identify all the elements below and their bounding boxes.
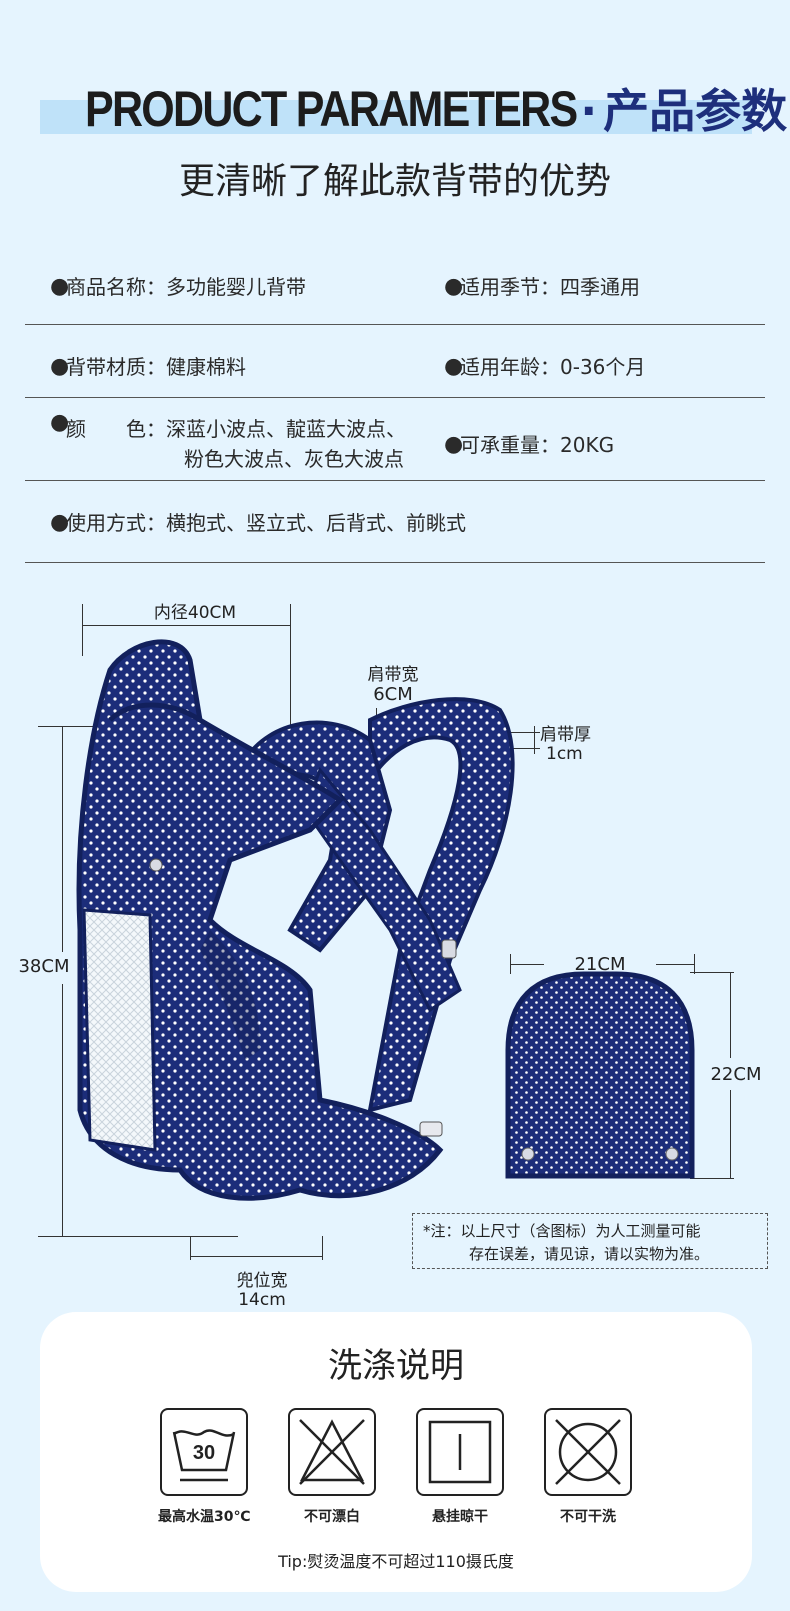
- bullet-icon: ●: [50, 510, 70, 535]
- mesh-pocket: [82, 908, 157, 1152]
- dim-tick: [190, 1236, 191, 1260]
- dim-pad-width: 21CM: [574, 954, 626, 975]
- param-usage: ● 使用方式： 横抱式、竖立式、后背式、前眺式: [50, 508, 466, 538]
- wash-item-no-dry-clean: 不可干洗: [542, 1408, 634, 1526]
- param-product-name: ● 商品名称： 多功能婴儿背带: [50, 272, 306, 302]
- bullet-icon: ●: [444, 354, 464, 379]
- washing-instructions-card: 洗涤说明 30 最高水温30℃ 不可漂白: [40, 1312, 752, 1592]
- divider: [25, 397, 765, 398]
- bullet-icon: ●: [50, 410, 70, 435]
- wash-item-hang-dry: 悬挂晾干: [414, 1408, 506, 1526]
- head-support-pad-image: [505, 971, 695, 1179]
- measurement-note: *注：以上尺寸（含图标）为人工测量可能 存在误差，请见谅，请以实物为准。: [412, 1213, 768, 1269]
- title-english: PRODUCT PARAMETERS: [84, 81, 578, 137]
- buckle: [419, 1121, 443, 1137]
- wash-item-30: 30 最高水温30℃: [158, 1408, 250, 1526]
- dim-pad-height: 22CM: [710, 1064, 762, 1085]
- dim-line-height: [62, 984, 63, 1236]
- right-strap: [367, 697, 515, 1113]
- baby-carrier-image: [76, 639, 515, 1201]
- dim-tick: [500, 748, 540, 749]
- dim-line-pad-height: [730, 972, 731, 1058]
- no-bleach-icon: [288, 1408, 376, 1496]
- title-chinese: 产品参数: [603, 84, 788, 138]
- dim-strap-width-label: 肩带宽: [367, 665, 419, 685]
- title-separator: ·: [580, 86, 598, 137]
- snap-button: [149, 858, 163, 872]
- dim-tick: [694, 954, 695, 974]
- param-weight: ● 可承重量： 20KG: [444, 430, 614, 460]
- dim-tick: [322, 1236, 323, 1260]
- dim-line-pad-width: [510, 964, 544, 965]
- dim-tick: [690, 972, 734, 973]
- bullet-icon: ●: [444, 274, 464, 299]
- dim-seat-width-value: 14cm: [238, 1290, 286, 1310]
- param-color: ● 颜 色： 深蓝小波点、靛蓝大波点、 粉色大波点、灰色大波点: [50, 410, 406, 476]
- dim-inner-diameter: 内径40CM: [153, 603, 237, 623]
- dim-line-pad-width: [656, 964, 694, 965]
- wash-item-no-bleach: 不可漂白: [286, 1408, 378, 1526]
- dim-height: 38CM: [18, 956, 70, 977]
- dim-tick: [38, 726, 98, 727]
- dim-line-strap-thickness: [534, 726, 535, 754]
- no-dry-clean-icon: [544, 1408, 632, 1496]
- dim-tick: [690, 1178, 734, 1179]
- hang-dry-icon: [416, 1408, 504, 1496]
- snap-button: [665, 1147, 679, 1161]
- dim-seat-width-label: 兜位宽: [236, 1271, 288, 1291]
- divider: [25, 562, 765, 563]
- param-age: ● 适用年龄： 0-36个月: [444, 352, 645, 382]
- dim-tick: [290, 604, 291, 744]
- header-highlight-band: [40, 100, 752, 134]
- param-material: ● 背带材质： 健康棉料: [50, 352, 246, 382]
- dim-tick: [82, 604, 83, 656]
- buckle: [441, 939, 457, 959]
- dim-strap-thickness-value: 1cm: [546, 744, 583, 764]
- divider: [25, 324, 765, 325]
- carrier-body: [76, 639, 444, 1201]
- page-subtitle: 更清晰了解此款背带的优势: [178, 161, 611, 202]
- dim-strap-thickness-label: 肩带厚: [540, 725, 591, 745]
- ironing-tip: Tip:熨烫温度不可超过110摄氏度: [278, 1552, 514, 1571]
- param-season: ● 适用季节： 四季通用: [444, 272, 640, 302]
- bullet-icon: ●: [50, 274, 70, 299]
- dim-tick: [38, 1236, 238, 1237]
- dim-line-height: [62, 726, 63, 952]
- dim-line-seat-width: [190, 1256, 322, 1257]
- dim-tick: [500, 732, 540, 733]
- washing-title: 洗涤说明: [328, 1346, 464, 1386]
- bullet-icon: ●: [50, 354, 70, 379]
- wash-30-icon: 30: [160, 1408, 248, 1496]
- dim-line-inner: [82, 625, 290, 626]
- page-title: PRODUCT PARAMETERS · 产品参数: [40, 70, 787, 137]
- dim-strap-width-value: 6CM: [373, 684, 413, 705]
- divider: [25, 480, 765, 481]
- bullet-icon: ●: [444, 432, 464, 457]
- snap-button: [521, 1147, 535, 1161]
- dim-line-pad-height: [730, 1090, 731, 1178]
